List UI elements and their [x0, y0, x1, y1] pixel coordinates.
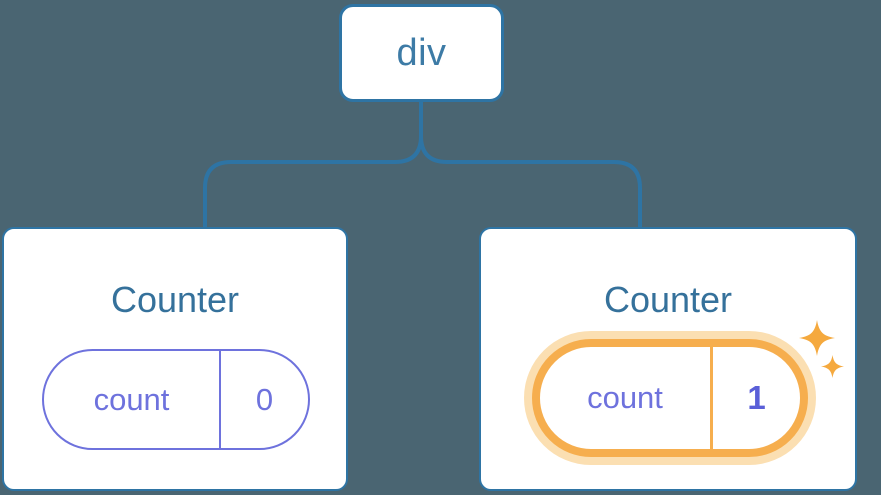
state-key: count [587, 380, 663, 415]
state-value: 0 [255, 381, 274, 417]
connector-branch-left [203, 102, 423, 227]
counter-title: Counter [110, 279, 240, 320]
counter-title: Counter [603, 279, 733, 320]
connector-branch-right [419, 102, 642, 227]
root-node: div [339, 4, 504, 102]
state-key-cell: count [540, 347, 710, 449]
state-pill-highlighted: count 1 [532, 339, 808, 457]
state-key: count [93, 381, 170, 417]
state-value: 1 [747, 379, 766, 416]
state-key-cell: count [44, 351, 219, 448]
state-pill: count 0 [42, 349, 310, 450]
counter-card-right: Counter count 1 [479, 227, 857, 491]
root-node-label: div [396, 31, 447, 74]
counter-card-left: Counter count 0 [2, 227, 348, 491]
state-value-cell: 0 [219, 351, 308, 448]
state-value-cell: 1 [710, 347, 800, 449]
